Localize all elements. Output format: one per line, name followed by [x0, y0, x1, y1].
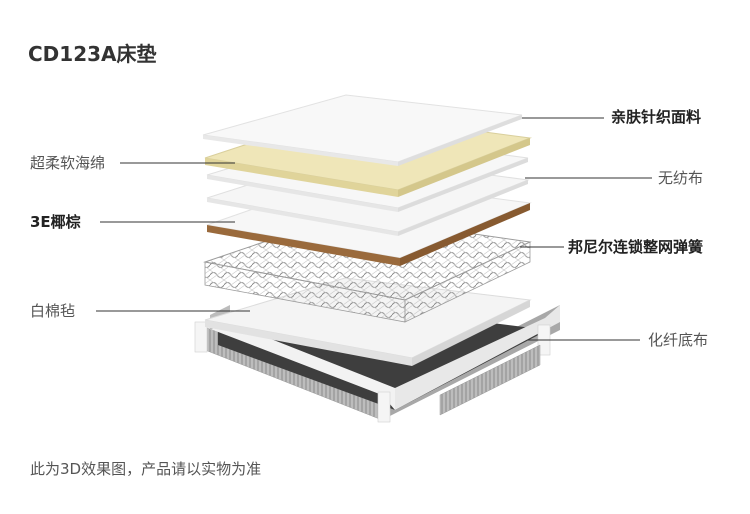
disclaimer-footer: 此为3D效果图，产品请以实物为准	[30, 460, 262, 478]
label-non-woven: 无纺布	[658, 169, 704, 187]
leader-lines	[96, 117, 652, 341]
label-bonnell-spring: 邦尼尔连锁整网弹簧	[568, 238, 704, 256]
label-3e-coconut: 3E椰棕	[30, 213, 81, 231]
label-skin-fabric: 亲肤针织面料	[611, 108, 702, 126]
label-soft-sponge: 超柔软海绵	[30, 154, 106, 172]
page-title: CD123A床垫	[28, 42, 157, 66]
layer-knitted-fabric	[202, 94, 523, 166]
label-fiber-base: 化纤底布	[648, 331, 709, 349]
label-cotton-felt: 白棉毡	[30, 302, 76, 320]
